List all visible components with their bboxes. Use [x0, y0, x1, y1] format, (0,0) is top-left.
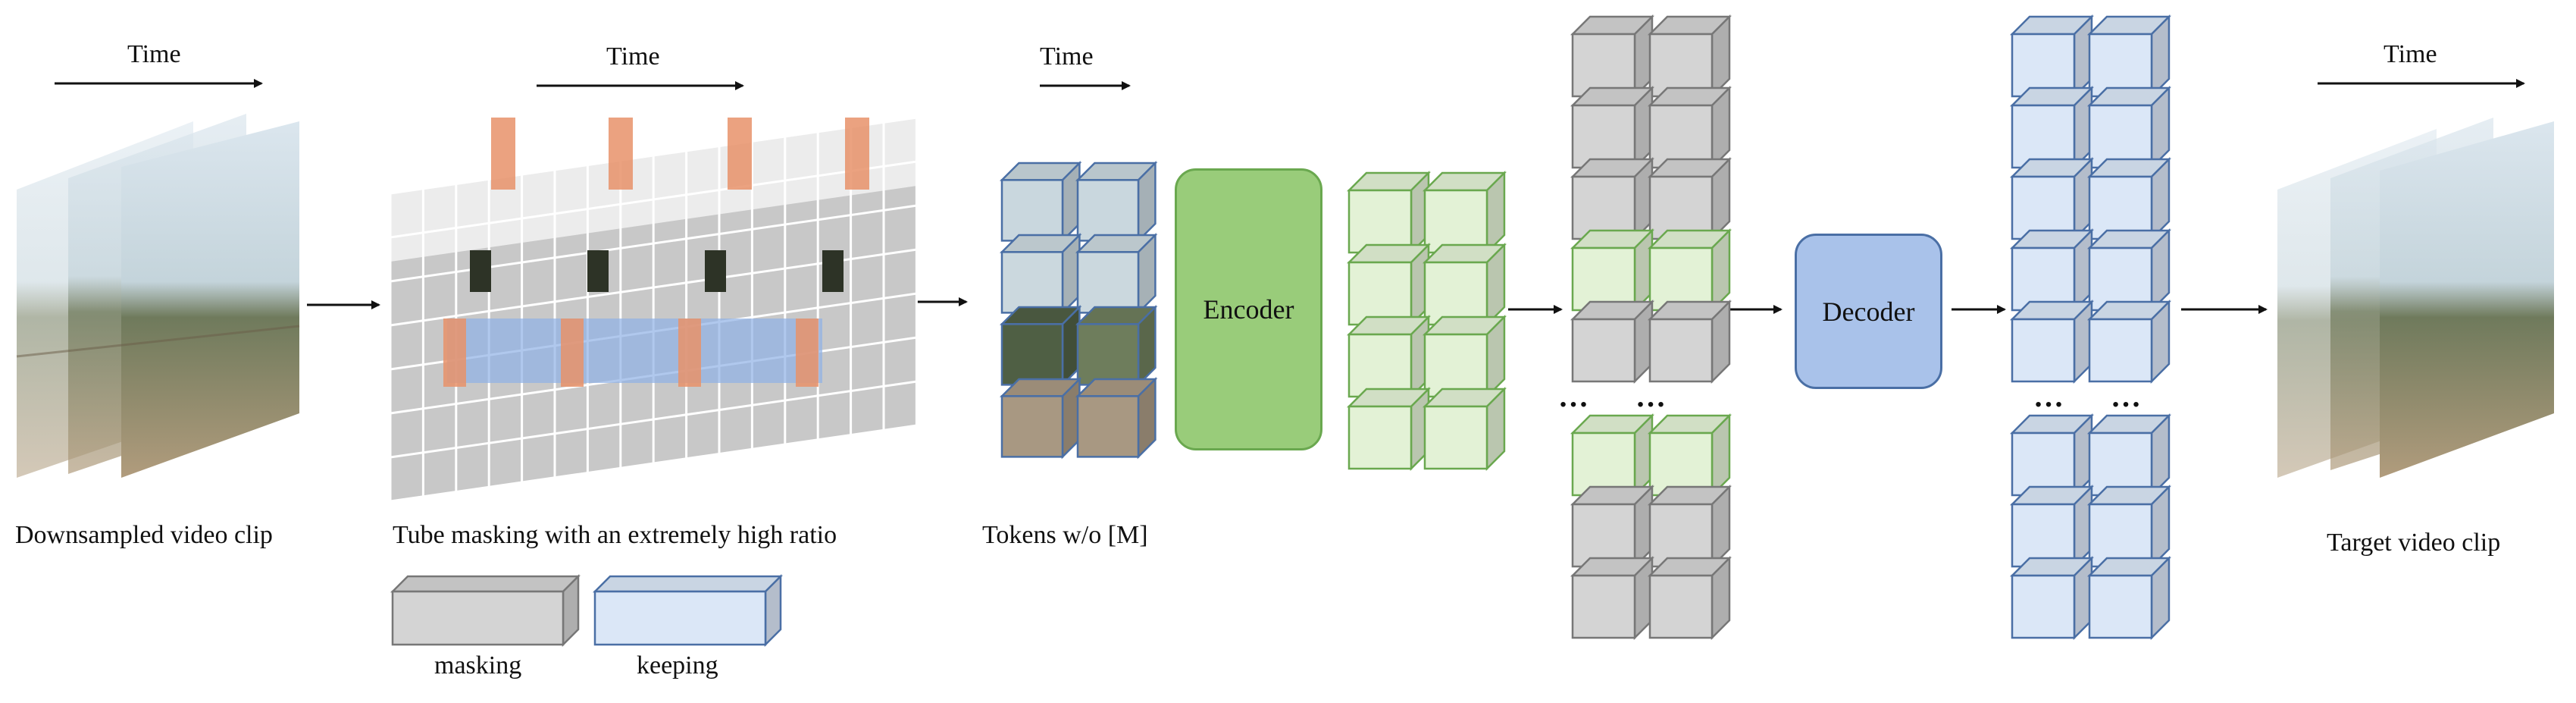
- encoded-token-cube: [1346, 314, 1431, 399]
- tube-patch: [491, 118, 515, 190]
- tube-patch: [678, 319, 701, 387]
- mask-token-cube: [1647, 555, 1732, 640]
- tokens-caption: Tokens w/o [M]: [982, 521, 1148, 549]
- tube-patch: [561, 319, 584, 387]
- time-label: Time: [2384, 40, 2437, 68]
- input-token-cube: [999, 376, 1082, 460]
- time-label: Time: [1040, 42, 1094, 71]
- mask-token-cube: [1647, 299, 1732, 384]
- reconstructed-token-cube: [2086, 228, 2171, 312]
- input-token-cube: [999, 232, 1082, 315]
- tube-patch: [443, 319, 466, 387]
- tube-masking-caption: Tube masking with an extremely high rati…: [393, 521, 837, 549]
- visible-patch: [705, 250, 726, 292]
- encoded-token-cube: [1422, 386, 1507, 471]
- input-token-cube: [1075, 160, 1158, 243]
- ellipsis: …: [2111, 379, 2142, 413]
- tube-patch: [609, 118, 633, 190]
- mask-token-cube: [1647, 14, 1732, 99]
- reconstructed-token-cube: [2009, 555, 2094, 640]
- tube-masking-grid: [389, 116, 918, 503]
- reconstructed-token-cube: [2086, 299, 2171, 384]
- mask-token-cube: [1570, 484, 1654, 569]
- mask-token-cube: [1570, 555, 1654, 640]
- encoded-token-cube: [1422, 314, 1507, 399]
- legend-keeping-cube: [592, 573, 784, 648]
- input-token-cube: [999, 160, 1082, 243]
- mask-token-cube: [1647, 85, 1732, 170]
- tube-patch: [796, 319, 818, 387]
- visible-patch: [470, 250, 491, 292]
- mask-token-cube: [1647, 484, 1732, 569]
- encoded-token-cube: [1422, 242, 1507, 327]
- mask-token-cube: [1647, 156, 1732, 241]
- reconstructed-token-cube: [2009, 85, 2094, 170]
- ellipsis: …: [1635, 379, 1667, 413]
- ellipsis: …: [1558, 379, 1590, 413]
- target-video-frame: [2380, 121, 2554, 478]
- reconstructed-token-cube: [2009, 14, 2094, 99]
- encoded-token-cube: [1422, 170, 1507, 255]
- reconstructed-token-cube: [2009, 413, 2094, 497]
- mask-token-cube: [1570, 299, 1654, 384]
- video-frame: [121, 121, 299, 478]
- input-video-clip: [16, 114, 300, 478]
- mask-token-cube: [1570, 85, 1654, 170]
- encoded-token-cube: [1346, 170, 1431, 255]
- encoded-token-cube: [1570, 228, 1654, 312]
- reconstructed-token-cube: [2086, 14, 2171, 99]
- time-arrows: [55, 79, 2525, 90]
- legend-keeping-label: keeping: [637, 651, 718, 679]
- encoded-token-cube: [1647, 228, 1732, 312]
- reconstructed-token-cube: [2009, 484, 2094, 569]
- visible-patch: [587, 250, 609, 292]
- reconstructed-token-cube: [2086, 555, 2171, 640]
- downsampled-caption: Downsampled video clip: [15, 521, 273, 549]
- visible-patch: [822, 250, 844, 292]
- reconstructed-token-cube: [2009, 156, 2094, 241]
- encoded-token-cube: [1346, 386, 1431, 471]
- mask-token-cube: [1570, 156, 1654, 241]
- input-token-cube: [1075, 304, 1158, 388]
- reconstructed-token-cube: [2086, 156, 2171, 241]
- reconstructed-token-cube: [2086, 85, 2171, 170]
- tube-patch: [728, 118, 752, 190]
- encoded-token-cube: [1570, 413, 1654, 497]
- encoder-block: Encoder: [1175, 168, 1322, 450]
- tube-highlight-band: [447, 319, 822, 383]
- input-token-cube: [1075, 376, 1158, 460]
- reconstructed-token-cube: [2086, 484, 2171, 569]
- input-token-cube: [999, 304, 1082, 388]
- time-label: Time: [127, 40, 181, 68]
- reconstructed-token-cube: [2086, 413, 2171, 497]
- time-label: Time: [606, 42, 660, 71]
- reconstructed-token-cube: [2009, 299, 2094, 384]
- legend-masking-cube: [390, 573, 581, 648]
- input-token-cube: [1075, 232, 1158, 315]
- target-caption: Target video clip: [2327, 529, 2501, 557]
- legend-masking-label: masking: [434, 651, 522, 679]
- decoder-block: Decoder: [1795, 234, 1942, 389]
- mask-token-cube: [1570, 14, 1654, 99]
- tube-patch: [845, 118, 869, 190]
- encoded-token-cube: [1346, 242, 1431, 327]
- ellipsis: …: [2033, 379, 2065, 413]
- reconstructed-token-cube: [2009, 228, 2094, 312]
- encoded-token-cube: [1647, 413, 1732, 497]
